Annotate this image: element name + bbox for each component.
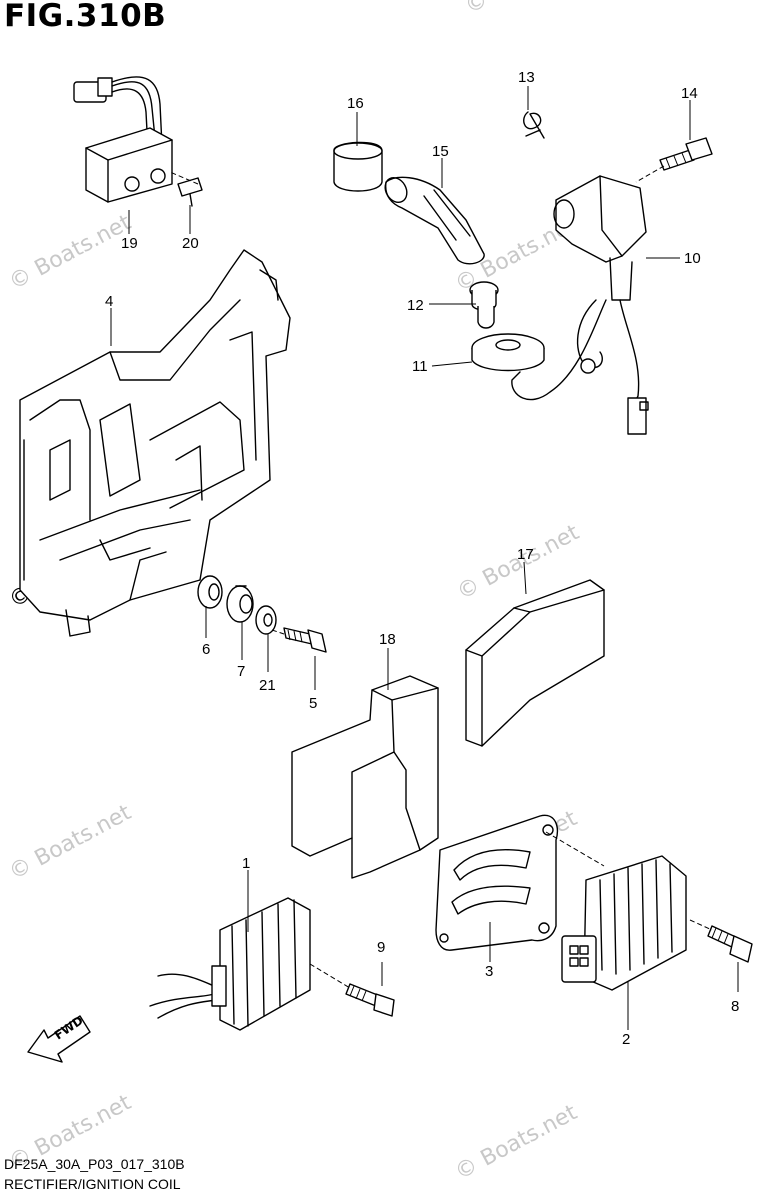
callout-16: 16 <box>347 95 364 112</box>
part-18-pad <box>291 675 439 879</box>
callout-3: 3 <box>485 963 493 980</box>
part-6-collar <box>197 575 223 609</box>
part-20-bolt <box>177 177 203 207</box>
callout-20: 20 <box>182 235 199 252</box>
part-12-bush <box>469 281 499 329</box>
figure-title: FIG.310B <box>4 0 167 34</box>
callout-6: 6 <box>202 641 210 658</box>
part-3-gasket <box>435 814 559 951</box>
callout-18: 18 <box>379 631 396 648</box>
figure-code: DF25A_30A_P03_017_310B <box>4 1156 185 1172</box>
callout-15: 15 <box>432 143 449 160</box>
callout-4: 4 <box>105 293 113 310</box>
figure-caption: RECTIFIER/IGNITION COIL <box>4 1176 181 1192</box>
leader-lines <box>110 86 739 1030</box>
watermark: © Boats.net <box>451 1100 582 1185</box>
callout-17: 17 <box>517 546 534 563</box>
watermark: © Boats.net <box>5 210 136 295</box>
callout-12: 12 <box>407 297 424 314</box>
part-14-bolt <box>659 137 713 171</box>
part-16-cap <box>333 141 383 192</box>
callout-1: 1 <box>242 855 250 872</box>
callout-11: 11 <box>412 358 428 375</box>
part-21-washer <box>255 605 277 635</box>
callout-14: 14 <box>681 85 698 102</box>
callout-5: 5 <box>309 695 317 712</box>
callout-7: 7 <box>237 663 245 680</box>
part-2-regulator <box>561 855 687 991</box>
part-5-bolt <box>283 627 327 653</box>
part-9-bolt <box>345 983 395 1017</box>
part-1-rectifier <box>149 897 311 1031</box>
part-19-relay <box>73 76 173 203</box>
callout-2: 2 <box>622 1031 630 1048</box>
callout-10: 10 <box>684 250 701 267</box>
part-11-grommet <box>471 333 545 372</box>
callout-9: 9 <box>377 939 385 956</box>
part-10-ignition-coil <box>511 175 649 435</box>
part-17-cover <box>465 579 605 747</box>
callout-21: 21 <box>259 677 276 694</box>
callout-13: 13 <box>518 69 535 86</box>
callout-19: 19 <box>121 235 138 252</box>
part-13-clip <box>523 111 545 139</box>
part-4-bracket <box>19 249 291 637</box>
callout-8: 8 <box>731 998 739 1015</box>
part-8-bolt <box>707 925 753 963</box>
fwd-arrow: FWD <box>27 1013 91 1063</box>
watermark: © Boats.net <box>461 0 592 19</box>
part-15-plug-cap <box>384 176 485 265</box>
callouts: 1 2 3 4 5 6 7 8 9 10 11 12 13 14 15 16 1… <box>105 69 739 1048</box>
part-7-grommet <box>226 585 254 623</box>
watermark: © Boats.net <box>5 800 136 885</box>
